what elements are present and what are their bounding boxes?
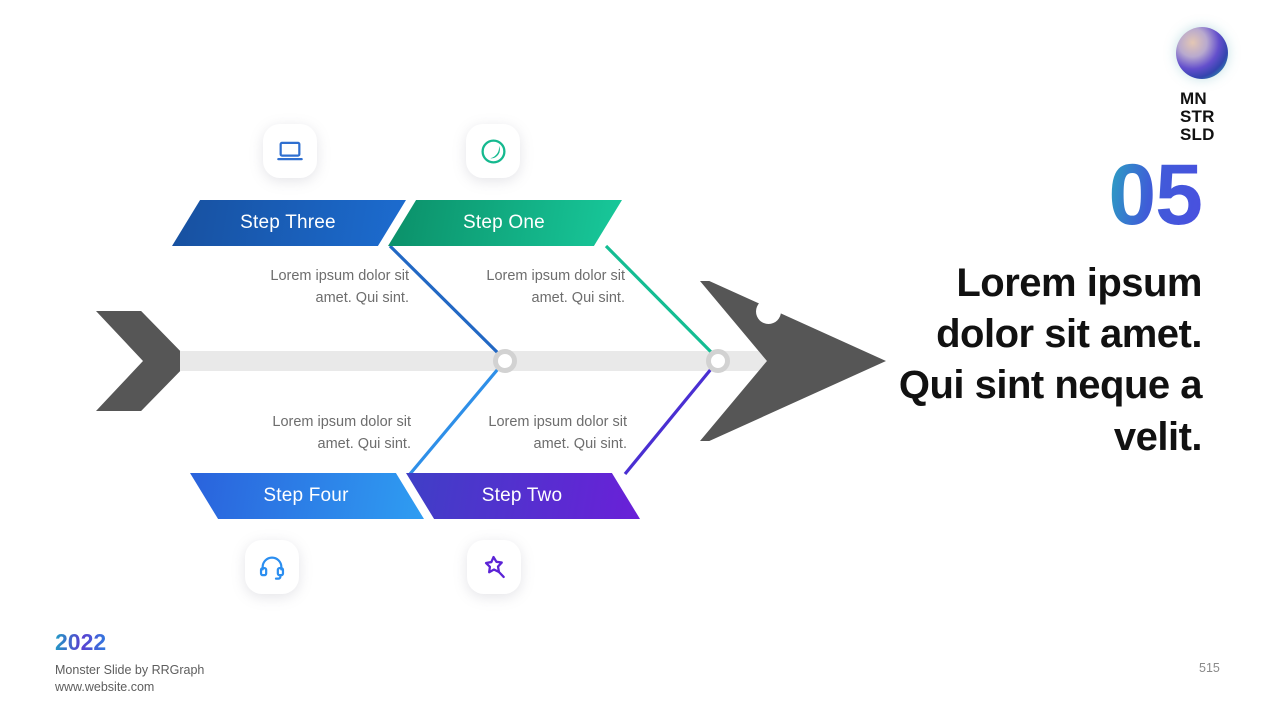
logo-line-3: SLD	[1180, 124, 1215, 144]
step-icon-bubble-step-four[interactable]	[245, 540, 299, 594]
step-bar-step-two[interactable]: Step Two	[406, 473, 640, 519]
step-bar-step-four[interactable]: Step Four	[190, 473, 424, 519]
footer-brand: Monster Slide by RRGraph	[55, 663, 205, 677]
step-description-step-one: Lorem ipsum dolor sit amet. Qui sint.	[486, 268, 625, 307]
connector-line-step-two	[623, 361, 718, 476]
step-label-step-three: Step Three	[240, 212, 336, 233]
connector-line-step-three	[388, 244, 505, 360]
fishbone-diagram: Step Three Step One Step Four Step Two L…	[96, 124, 886, 594]
logo-line-2: STR	[1180, 106, 1215, 126]
connector-line-step-four	[408, 361, 505, 476]
step-label-step-two: Step Two	[481, 485, 563, 506]
moon-circle-icon	[480, 138, 506, 164]
page-title: Lorem ipsum dolor sit amet. Qui sint neq…	[898, 261, 1203, 459]
spine-node-right	[706, 349, 730, 373]
headset-icon	[259, 556, 285, 580]
fish-eye-dot	[756, 299, 781, 324]
fishbone-spine	[180, 351, 780, 371]
connector-line-step-one	[604, 244, 718, 359]
spine-node-left	[493, 349, 517, 373]
logo-wordmark: MN STR SLD	[1180, 90, 1250, 144]
step-description-step-three: Lorem ipsum dolor sit amet. Qui sint.	[270, 268, 409, 307]
footer-website[interactable]: www.website.com	[55, 680, 155, 694]
connector-lines-group	[388, 244, 718, 476]
step-icon-bubble-step-one[interactable]	[466, 124, 520, 178]
step-icon-bubble-step-three[interactable]	[263, 124, 317, 178]
gradient-sphere-logo-icon	[1176, 27, 1228, 79]
laptop-icon	[277, 141, 303, 161]
step-icon-bubble-step-two[interactable]	[467, 540, 521, 594]
step-description-step-four: Lorem ipsum dolor sit amet. Qui sint.	[272, 414, 411, 453]
step-label-step-one: Step One	[463, 212, 545, 233]
magic-wand-icon	[484, 555, 505, 578]
step-label-step-four: Step Four	[263, 485, 349, 506]
footer-year: 2022	[55, 629, 107, 655]
step-bar-step-three[interactable]: Step Three	[172, 200, 406, 246]
logo-line-1: MN	[1180, 89, 1207, 108]
slide-number: 05	[1108, 147, 1203, 243]
page-number: 515	[1199, 661, 1220, 675]
step-description-step-two: Lorem ipsum dolor sit amet. Qui sint.	[488, 414, 627, 453]
step-bar-step-one[interactable]: Step One	[388, 200, 622, 246]
